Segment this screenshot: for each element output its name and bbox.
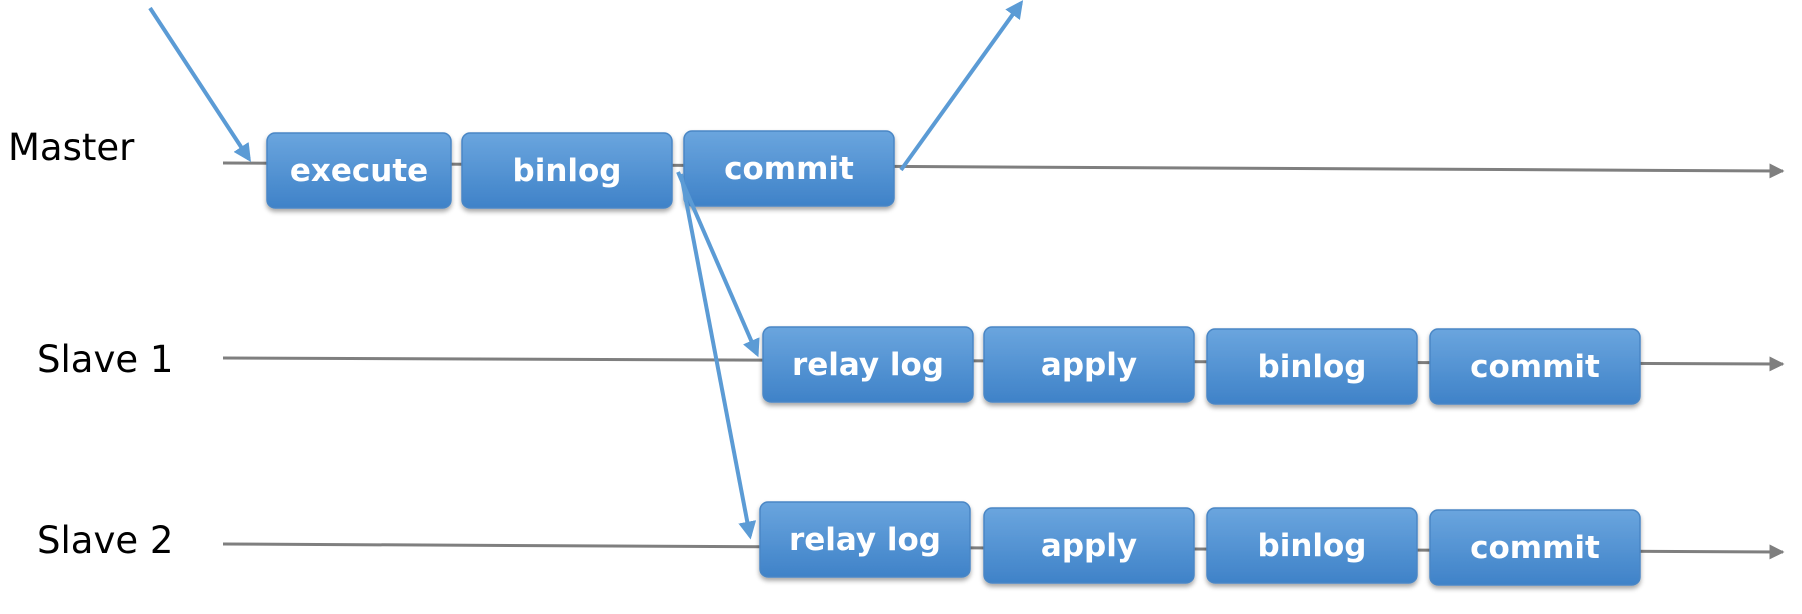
row-label-slave-2: Slave 2	[37, 519, 173, 562]
slave-2-step-binlog: binlog	[1206, 507, 1418, 584]
binlog-to-slave-1-arrow	[676, 171, 760, 358]
step-label: relay log	[792, 347, 944, 383]
master-step-binlog: binlog	[461, 132, 673, 209]
row-label-master: Master	[8, 126, 135, 169]
slave-1-step-binlog: binlog	[1206, 328, 1418, 405]
commit-response-arrow	[899, 0, 1024, 172]
step-label: apply	[1041, 528, 1137, 564]
step-label: commit	[1470, 530, 1600, 566]
master-timeline	[222, 161, 1785, 179]
incoming-request-arrow	[148, 6, 251, 163]
step-label: binlog	[1258, 528, 1367, 564]
row-label-slave-1: Slave 1	[37, 338, 173, 381]
slave-2-step-apply: apply	[983, 507, 1195, 584]
step-label: execute	[290, 153, 428, 189]
step-label: apply	[1041, 347, 1137, 383]
binlog-to-slave-2-arrow	[679, 173, 757, 540]
slave-1-step-commit: commit	[1429, 328, 1641, 405]
step-label: binlog	[513, 153, 622, 189]
master-step-execute: execute	[266, 132, 452, 209]
step-label: relay log	[789, 522, 941, 558]
slave-2-step-commit: commit	[1429, 509, 1641, 586]
master-step-commit: commit	[683, 130, 895, 207]
step-label: binlog	[1258, 349, 1367, 385]
slave-1-step-relay-log: relay log	[762, 326, 974, 403]
slave-2-step-relay-log: relay log	[759, 501, 971, 578]
slave-1-step-apply: apply	[983, 326, 1195, 403]
step-label: commit	[724, 151, 854, 187]
step-label: commit	[1470, 349, 1600, 385]
